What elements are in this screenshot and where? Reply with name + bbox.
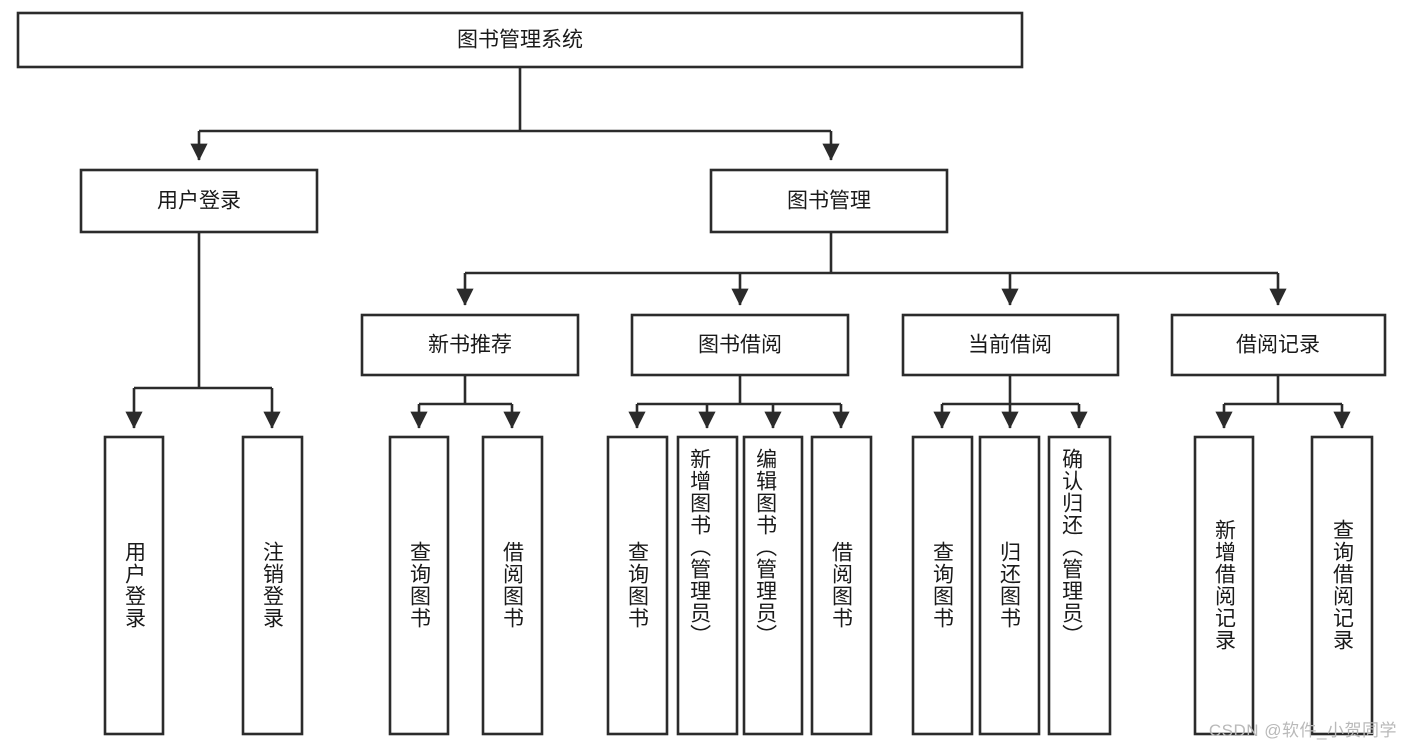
connector-current-borrow-children (933, 375, 1088, 429)
node-leaf-query-book-recommend[interactable]: 查询图书 (388, 435, 450, 736)
node-root-system-label: 图书管理系统 (457, 29, 583, 52)
node-leaf-logout-label: 注销登录 (261, 541, 285, 629)
connector-root-trunk (190, 67, 840, 161)
node-leaf-borrow-book-label: 借阅图书 (830, 541, 854, 629)
node-user-login[interactable]: 用户登录 (79, 168, 319, 234)
node-leaf-query-book-current-label: 查询图书 (931, 541, 955, 629)
node-leaf-confirm-return-admin[interactable]: 确认归还（管理员） (1047, 435, 1112, 736)
csdn-watermark: CSDN @软件_小贺同学 (1208, 721, 1397, 740)
node-leaf-borrow-book[interactable]: 借阅图书 (810, 435, 873, 736)
node-leaf-user-login[interactable]: 用户登录 (103, 435, 165, 736)
node-leaf-add-borrow-record[interactable]: 新增借阅记录 (1193, 435, 1255, 736)
node-leaf-return-book[interactable]: 归还图书 (978, 435, 1041, 736)
connector-record-children (1215, 375, 1351, 429)
node-leaf-add-borrow-record-label: 新增借阅记录 (1213, 519, 1237, 651)
node-new-book-recommend-label: 新书推荐 (428, 334, 512, 357)
node-leaf-confirm-return-admin-label: 确认归还（管理员） (1060, 448, 1084, 646)
connector-user-login-children (125, 232, 281, 429)
node-leaf-query-book-recommend-label: 查询图书 (408, 541, 432, 629)
node-leaf-logout[interactable]: 注销登录 (241, 435, 304, 736)
node-new-book-recommend[interactable]: 新书推荐 (360, 313, 580, 377)
node-leaf-return-book-label: 归还图书 (998, 541, 1022, 629)
node-leaf-borrow-book-recommend[interactable]: 借阅图书 (481, 435, 544, 736)
node-leaf-query-book-current[interactable]: 查询图书 (911, 435, 974, 736)
node-leaf-query-book-borrow[interactable]: 查询图书 (606, 435, 669, 736)
node-leaf-query-borrow-record[interactable]: 查询借阅记录 (1310, 435, 1374, 736)
node-leaf-query-borrow-record-label: 查询借阅记录 (1331, 519, 1355, 651)
node-leaf-edit-book-admin-label: 编辑图书（管理员） (754, 448, 778, 646)
node-borrow-record-label: 借阅记录 (1236, 334, 1320, 357)
node-borrow-record[interactable]: 借阅记录 (1170, 313, 1387, 377)
node-leaf-query-book-borrow-label: 查询图书 (626, 541, 650, 629)
node-leaf-add-book-admin-label: 新增图书（管理员） (688, 448, 712, 646)
node-book-borrow-label: 图书借阅 (698, 334, 782, 357)
node-book-management-label: 图书管理 (787, 190, 871, 213)
node-leaf-edit-book-admin[interactable]: 编辑图书（管理员） (742, 435, 804, 736)
node-current-borrow-label: 当前借阅 (968, 334, 1052, 357)
connector-new-book-children (410, 375, 521, 429)
node-user-login-label: 用户登录 (157, 190, 241, 213)
connector-book-mgmt-children (456, 232, 1287, 306)
node-current-borrow[interactable]: 当前借阅 (901, 313, 1120, 377)
node-book-borrow[interactable]: 图书借阅 (630, 313, 850, 377)
node-leaf-borrow-book-recommend-label: 借阅图书 (501, 541, 525, 629)
node-root-system[interactable]: 图书管理系统 (16, 11, 1024, 69)
connector-borrow-children (628, 375, 850, 429)
node-leaf-user-login-label: 用户登录 (123, 541, 147, 629)
node-book-management[interactable]: 图书管理 (709, 168, 949, 234)
node-leaf-add-book-admin[interactable]: 新增图书（管理员） (676, 435, 739, 736)
